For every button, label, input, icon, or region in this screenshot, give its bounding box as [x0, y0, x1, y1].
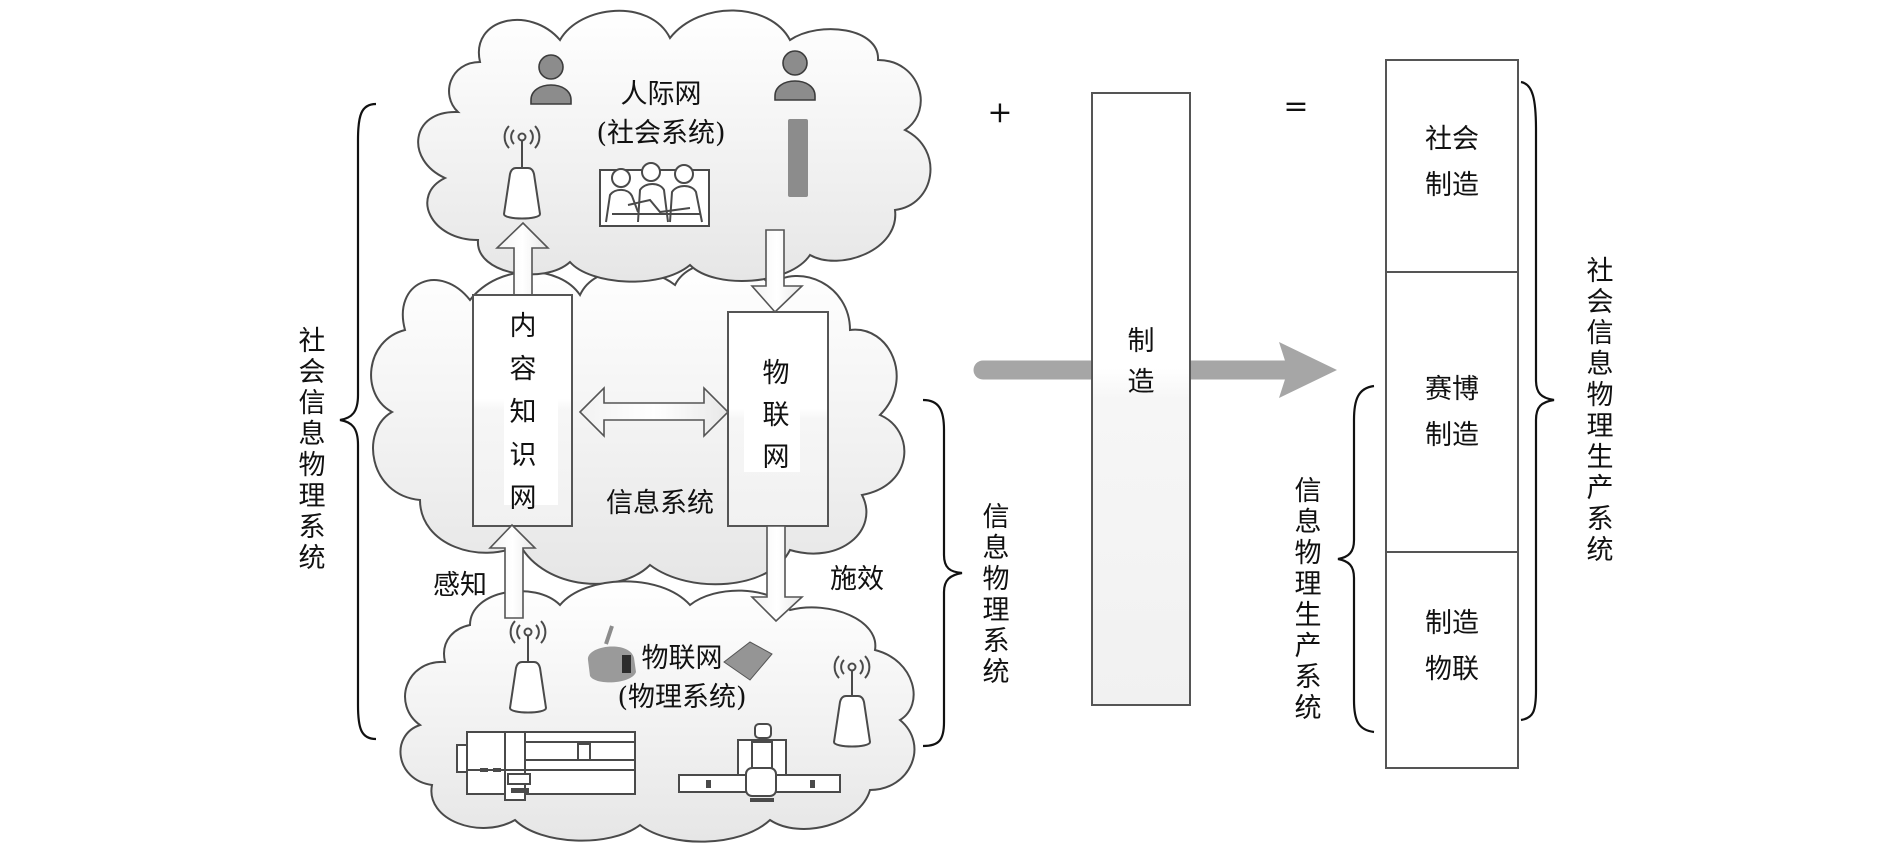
svg-text:理: 理 [1587, 411, 1614, 442]
svg-text:物: 物 [1587, 380, 1614, 411]
iot-net-char: 物 [763, 358, 790, 389]
cps-production-brace [1337, 384, 1375, 734]
svg-text:制造: 制造 [1425, 170, 1479, 201]
sensor-icon [587, 625, 636, 683]
cps-label: 信 息 物 理 系 统 [983, 502, 1010, 688]
social-cloud-title: 人际网 [621, 79, 702, 110]
svg-text:系: 系 [1587, 504, 1614, 535]
equals-operator: = [1283, 89, 1308, 124]
svg-text:系: 系 [299, 512, 326, 543]
svg-text:理: 理 [983, 595, 1010, 626]
tablet-icon [723, 641, 773, 681]
download-arrow [750, 229, 804, 314]
svg-text:物联: 物联 [1425, 654, 1479, 685]
cyber-manufacturing-cell: 赛博 制造 [1425, 374, 1479, 451]
svg-text:社: 社 [1587, 256, 1614, 287]
actuation-label: 施效 [830, 564, 884, 595]
svg-text:物: 物 [983, 564, 1010, 595]
svg-text:会: 会 [1587, 287, 1614, 318]
social-cloud-subtitle: (社会系统) [596, 118, 725, 149]
sensing-arrow [488, 523, 537, 619]
svg-text:统: 统 [983, 657, 1010, 688]
social-cps-brace [339, 102, 377, 741]
svg-text:息: 息 [299, 419, 326, 450]
person-icon [774, 50, 816, 101]
svg-text:生: 生 [1587, 442, 1614, 473]
content-knowledge-net-char: 知 [510, 397, 537, 428]
person-icon [530, 54, 572, 105]
svg-text:物: 物 [1295, 538, 1322, 569]
content-knowledge-net-char: 内 [510, 311, 537, 342]
manufacturing-iot-cell: 制造 物联 [1425, 608, 1479, 685]
svg-text:产: 产 [1295, 631, 1322, 662]
svg-text:产: 产 [1587, 473, 1614, 504]
information-system-label: 信息系统 [606, 488, 714, 519]
svg-text:统: 统 [1295, 693, 1322, 724]
svg-text:理: 理 [299, 481, 326, 512]
svg-text:统: 统 [1587, 535, 1614, 566]
social-cps-production-label: 社 会 信 息 物 理 生 产 系 统 [1587, 256, 1614, 566]
physical-cloud-subtitle: (物理系统) [617, 682, 746, 713]
manufacturing-char: 造 [1128, 367, 1155, 398]
social-cps-label: 社 会 信 息 物 理 系 统 [299, 326, 326, 574]
cps-brace [922, 398, 963, 748]
svg-text:息: 息 [1587, 349, 1614, 380]
svg-text:信: 信 [299, 388, 326, 419]
svg-text:息: 息 [1295, 507, 1322, 538]
antenna-icon [502, 125, 542, 220]
upload-arrow [495, 221, 550, 297]
svg-text:制造: 制造 [1425, 420, 1479, 451]
manufacturing-char: 制 [1128, 326, 1155, 357]
bidirectional-arrow [578, 386, 730, 438]
svg-text:社会: 社会 [1425, 124, 1479, 155]
svg-text:统: 统 [299, 543, 326, 574]
iot-net-char: 网 [763, 442, 790, 473]
svg-text:制造: 制造 [1425, 608, 1479, 639]
mobile-device-icon [788, 119, 808, 197]
content-knowledge-net-char: 识 [510, 440, 537, 471]
antenna-icon [508, 620, 548, 714]
content-knowledge-net-box: 内 容 知 识 网 [472, 294, 573, 527]
manufacturing-bar: 制 造 [1091, 92, 1191, 706]
content-knowledge-net-char: 容 [510, 354, 537, 385]
svg-text:信: 信 [983, 502, 1010, 533]
social-manufacturing-cell: 社会 制造 [1425, 124, 1479, 201]
svg-text:会: 会 [299, 357, 326, 388]
svg-text:社: 社 [299, 326, 326, 357]
iot-net-box: 物 联 网 [727, 311, 829, 527]
group-meeting-icon [599, 162, 710, 227]
svg-text:赛博: 赛博 [1425, 374, 1479, 405]
svg-text:系: 系 [1295, 662, 1322, 693]
plus-operator: + [987, 95, 1012, 130]
social-cps-production-brace [1520, 80, 1555, 722]
actuation-arrow [750, 525, 805, 623]
robot-machine-icon [678, 723, 841, 802]
cnc-machine-icon [456, 731, 636, 801]
antenna-icon [832, 655, 872, 748]
svg-text:物: 物 [299, 450, 326, 481]
result-column: 社会 制造 赛博 制造 制造 物联 [1385, 59, 1519, 769]
physical-cloud-title: 物联网 [642, 643, 723, 674]
svg-text:信: 信 [1587, 318, 1614, 349]
sensing-label: 感知 [433, 570, 487, 601]
cps-production-label: 信 息 物 理 生 产 系 统 [1295, 476, 1322, 724]
svg-text:息: 息 [983, 533, 1010, 564]
content-knowledge-net-char: 网 [510, 483, 537, 514]
svg-text:理: 理 [1295, 569, 1322, 600]
iot-net-char: 联 [763, 400, 790, 431]
svg-text:信: 信 [1295, 476, 1322, 507]
svg-text:系: 系 [983, 626, 1010, 657]
svg-text:生: 生 [1295, 600, 1322, 631]
